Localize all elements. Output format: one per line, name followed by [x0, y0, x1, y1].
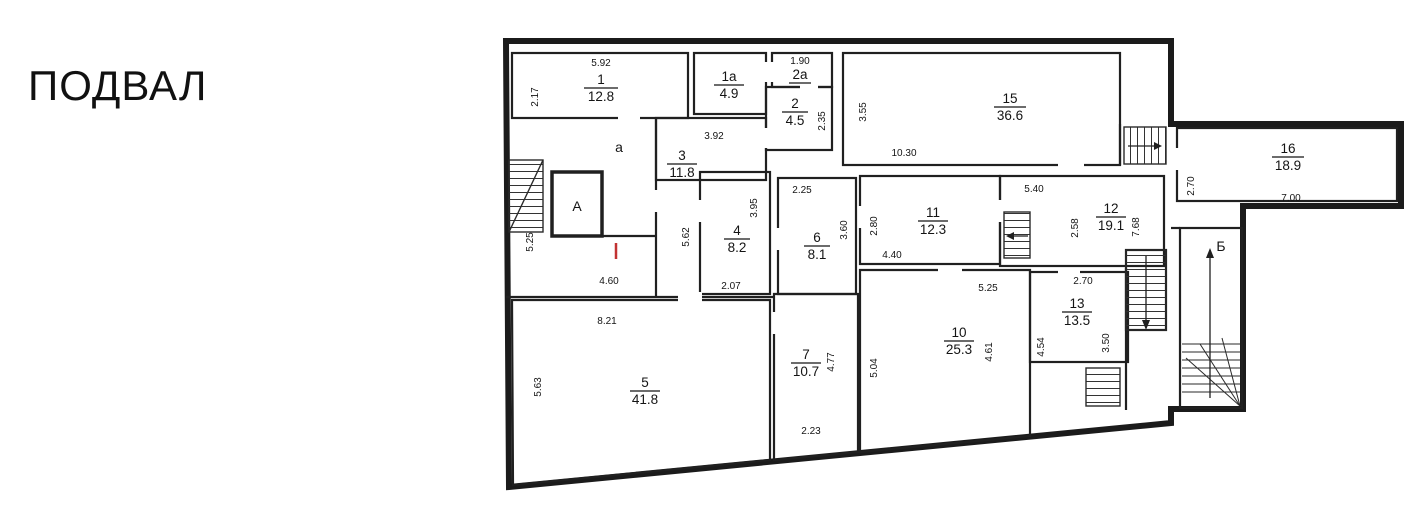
room-number: 6 — [813, 230, 821, 245]
room-label-2: 2 4.5 — [782, 96, 808, 128]
room-number: 16 — [1280, 141, 1295, 156]
room-label-2a: 2а — [789, 67, 811, 84]
room-number: 2 — [791, 96, 799, 111]
stair-b-label: Б — [1216, 238, 1225, 254]
room-label-13: 13 13.5 — [1062, 296, 1092, 328]
room-label-16: 16 18.9 — [1272, 141, 1304, 173]
dim-r2a-width: 1.90 — [790, 56, 810, 67]
stair-bottom-small — [1085, 367, 1121, 407]
room-number: 5 — [641, 375, 649, 390]
stair-corridor-right — [1125, 249, 1167, 331]
dim-r2-height: 2.35 — [817, 111, 828, 131]
room-area: 13.5 — [1064, 313, 1090, 328]
dim-r1-height: 2.17 — [530, 87, 541, 107]
room-area: 4.9 — [720, 86, 739, 101]
dim-zone-a-height: 5.25 — [525, 232, 536, 252]
room-number: 10 — [951, 325, 966, 340]
dim-r13-height-1: 4.54 — [1036, 337, 1047, 357]
dim-r10-width: 5.25 — [978, 283, 998, 294]
room-number: 1а — [721, 69, 737, 84]
room-area: 4.5 — [786, 113, 805, 128]
dim-r5-height: 5.63 — [533, 377, 544, 397]
room-area: 19.1 — [1098, 218, 1124, 233]
dim-r4-height-1: 3.95 — [749, 198, 760, 218]
dim-r11-height: 2.80 — [869, 216, 880, 236]
dim-r4-width: 2.07 — [721, 281, 741, 292]
room-number: 7 — [802, 347, 810, 362]
room-label-15: 15 36.6 — [994, 91, 1026, 123]
elevator-label: А — [572, 198, 582, 214]
elevator-shaft — [550, 170, 604, 238]
room-label-7: 7 10.7 — [791, 347, 821, 379]
dim-r1-width: 5.92 — [591, 58, 611, 69]
stair-left — [508, 159, 544, 233]
room-label-3: 3 11.8 — [667, 148, 697, 180]
room-area: 12.3 — [920, 222, 946, 237]
dimensions-horizontal: 5.92 1.90 3.92 10.30 7.00 2.07 2.25 4.40… — [591, 56, 1301, 437]
room-area: 25.3 — [946, 342, 972, 357]
dimensions-vertical: 2.17 2.35 3.55 2.70 3.95 5.62 3.60 2.80 … — [525, 87, 1197, 397]
dim-r10-height: 5.04 — [869, 358, 880, 378]
dim-r6-width: 2.25 — [792, 185, 812, 196]
room-label-5: 5 41.8 — [630, 375, 660, 407]
room-area: 12.8 — [588, 89, 614, 104]
dim-r15-width: 10.30 — [891, 148, 916, 159]
room-label-12: 12 19.1 — [1096, 201, 1126, 233]
dim-r13-height-3: 4.61 — [984, 342, 995, 362]
stair-room12 — [1003, 211, 1031, 259]
dim-r7-height: 4.77 — [826, 352, 837, 372]
room-number: 13 — [1069, 296, 1084, 311]
room-area: 41.8 — [632, 392, 658, 407]
dim-r12-height-1: 2.58 — [1070, 218, 1081, 238]
dim-r16-height: 2.70 — [1186, 176, 1197, 196]
stair-b-flight — [1182, 248, 1241, 407]
room-area: 18.9 — [1275, 158, 1301, 173]
room-area: 11.8 — [669, 165, 694, 180]
page-title: ПОДВАЛ — [28, 62, 208, 109]
room-area: 10.7 — [793, 364, 819, 379]
dim-r13-height-2: 3.50 — [1101, 333, 1112, 353]
zone-a-label: а — [615, 139, 623, 155]
dim-zone-a-width: 4.60 — [599, 276, 619, 287]
room-number: 11 — [926, 205, 940, 220]
dim-r15-height: 3.55 — [858, 102, 869, 122]
room-label-1a: 1а 4.9 — [714, 69, 744, 101]
room-number: 1 — [597, 72, 605, 87]
dim-r13-width: 2.70 — [1073, 276, 1093, 287]
dim-r4-height-2: 5.62 — [681, 227, 692, 247]
door-openings — [618, 62, 1180, 334]
room-label-10: 10 25.3 — [944, 325, 974, 357]
room-area: 8.2 — [728, 240, 747, 255]
room-area: 36.6 — [997, 108, 1023, 123]
dim-r12-width: 5.40 — [1024, 184, 1044, 195]
room-label-6: 6 8.1 — [804, 230, 830, 262]
room-number: 15 — [1002, 91, 1017, 106]
room-label-1: 1 12.8 — [584, 72, 618, 104]
dim-r16-width: 7.00 — [1281, 193, 1301, 204]
room-number: 12 — [1103, 201, 1118, 216]
dim-r3-width: 3.92 — [704, 131, 724, 142]
stair-vestibule-16 — [1123, 126, 1167, 165]
room-number: 3 — [678, 148, 686, 163]
dim-r5-width: 8.21 — [597, 316, 617, 327]
room-number: 2а — [792, 67, 808, 82]
dim-r7-width: 2.23 — [801, 426, 821, 437]
dim-r11-width: 4.40 — [882, 250, 902, 261]
room-label-4: 4 8.2 — [724, 223, 750, 255]
room-label-11: 11 12.3 — [918, 205, 948, 237]
dim-r12-height-2: 7.68 — [1131, 217, 1142, 237]
room-number: 4 — [733, 223, 741, 238]
dim-r6-height: 3.60 — [839, 220, 850, 240]
room-area: 8.1 — [808, 247, 827, 262]
